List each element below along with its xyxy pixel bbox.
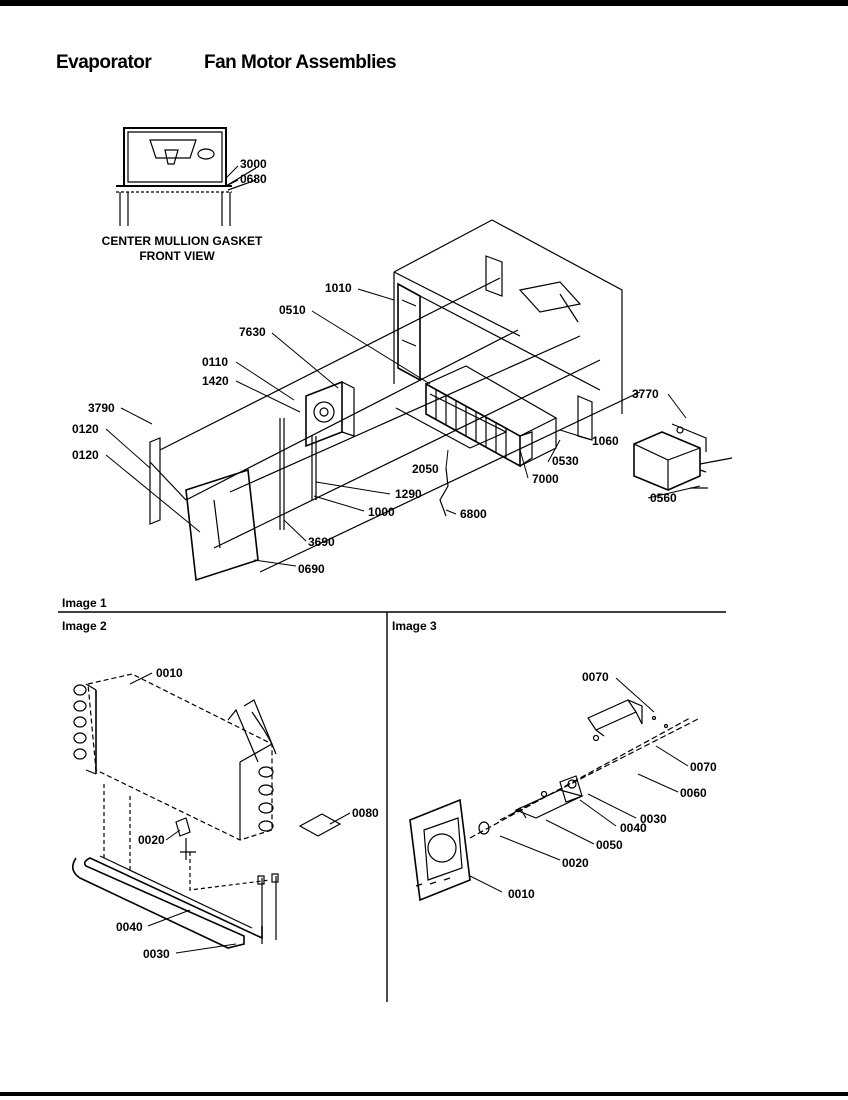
part-number-label: 1000	[368, 505, 395, 519]
section-label-image2: Image 2	[62, 619, 107, 633]
part-number-label: 2050	[412, 462, 439, 476]
part-number-label: 0060	[680, 786, 707, 800]
inset-caption-line1: CENTER MULLION GASKET	[102, 234, 263, 248]
part-number-label: 1010	[325, 281, 352, 295]
part-number-label: 0070	[690, 760, 717, 774]
part-number-label: 1290	[395, 487, 422, 501]
inset-mullion-drawing	[116, 127, 257, 226]
page-title-evaporator: Evaporator	[56, 52, 152, 73]
part-number-label: 0070	[582, 670, 609, 684]
part-number-label: 0010	[508, 887, 535, 901]
part-number-label: 0530	[552, 454, 579, 468]
part-number-label: 3690	[308, 535, 335, 549]
part-number-label: 0560	[650, 491, 677, 505]
image3-drawing	[409, 699, 701, 902]
section-label-image3: Image 3	[392, 619, 437, 633]
part-number-label: 3770	[632, 387, 659, 401]
part-number-label: 0020	[138, 833, 165, 847]
part-number-label: 0080	[352, 806, 379, 820]
bottom-border	[0, 1092, 848, 1096]
part-number-label: 6800	[460, 507, 487, 521]
part-number-label: 7630	[239, 325, 266, 339]
page-title-fan-motor: Fan Motor Assemblies	[204, 52, 397, 73]
top-border	[0, 0, 848, 6]
part-number-label: 0120	[72, 448, 99, 462]
leader-lines	[105, 165, 701, 954]
part-number-label: 0510	[279, 303, 306, 317]
part-number-label: 0020	[562, 856, 589, 870]
image2-drawing	[72, 673, 342, 949]
main-exploded-view	[149, 219, 733, 582]
section-label-image1: Image 1	[62, 596, 107, 610]
part-number-label: 1420	[202, 374, 229, 388]
part-number-label: 0050	[596, 838, 623, 852]
part-number-label: 0040	[620, 821, 647, 835]
part-number-label: 3000	[240, 157, 267, 171]
part-number-label: 0120	[72, 422, 99, 436]
part-number-label: 3790	[88, 401, 115, 415]
part-number-label: 0030	[143, 947, 170, 961]
part-number-label: 1060	[592, 434, 619, 448]
part-number-label: 7000	[532, 472, 559, 486]
part-number-label: 0110	[202, 355, 228, 369]
part-number-label: 0030	[640, 812, 667, 826]
part-number-label: 0690	[298, 562, 325, 576]
inset-caption-line2: FRONT VIEW	[139, 249, 215, 263]
part-number-label: 0010	[156, 666, 183, 680]
part-number-label: 0680	[240, 172, 267, 186]
part-number-label: 0040	[116, 920, 143, 934]
